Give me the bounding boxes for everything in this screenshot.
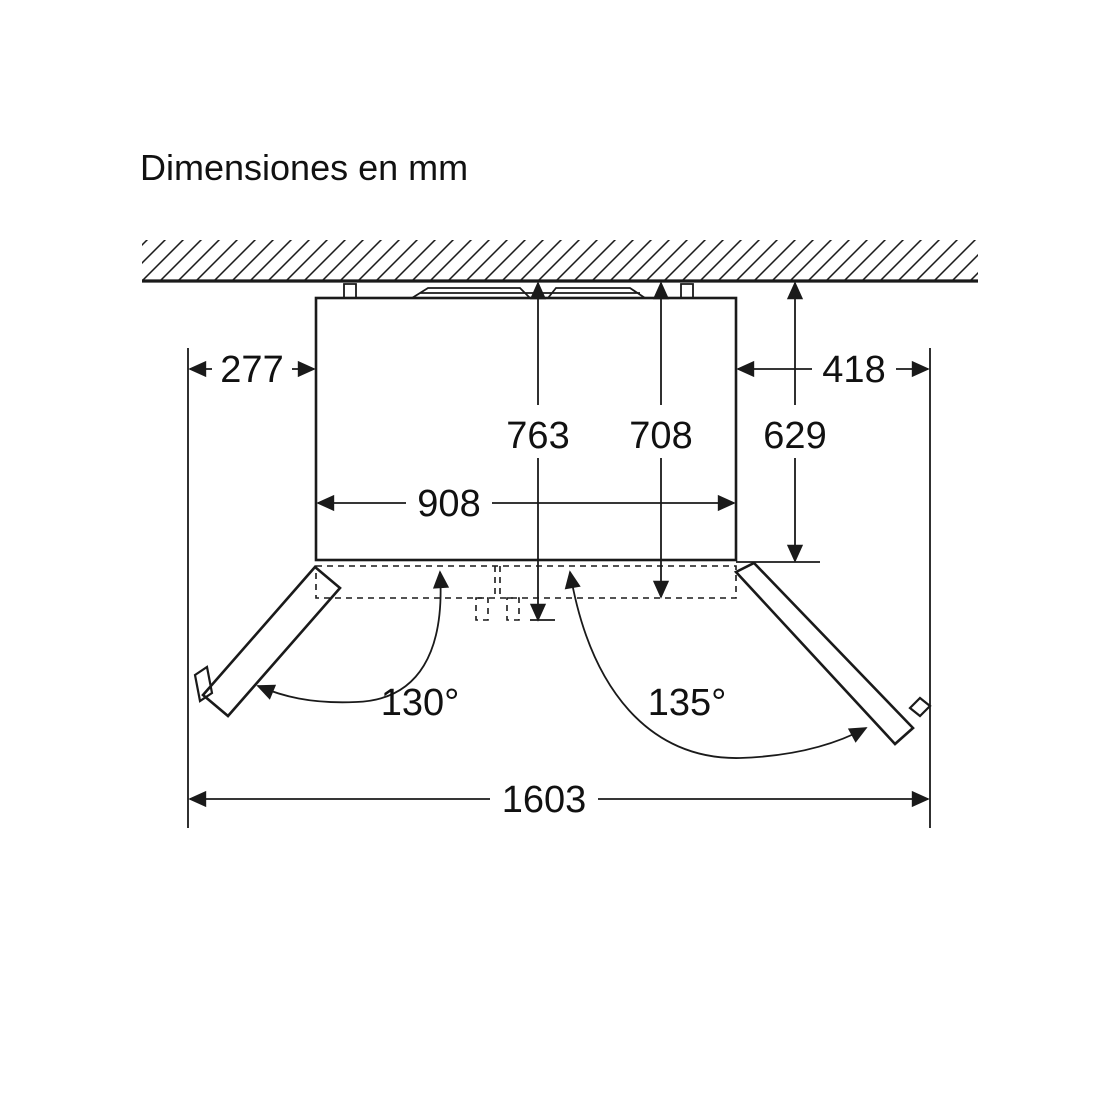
dim-label-width: 908 bbox=[417, 483, 480, 525]
dim-label-left-clearance: 277 bbox=[220, 349, 283, 391]
dim-label-total-width: 1603 bbox=[502, 779, 587, 821]
angle-label-right-door: 135° bbox=[648, 682, 727, 724]
dim-label-depth-with-handles: 763 bbox=[506, 415, 569, 457]
door-swing-arcs bbox=[256, 570, 868, 759]
dim-label-depth-cabinet: 629 bbox=[763, 415, 826, 457]
angle-label-left-door: 130° bbox=[381, 682, 460, 724]
appliance-body bbox=[314, 283, 738, 562]
dimension-lines bbox=[188, 281, 930, 808]
right-open-door bbox=[733, 561, 932, 746]
dim-label-right-clearance: 418 bbox=[822, 349, 885, 391]
diagram-title: Dimensiones en mm bbox=[140, 147, 468, 188]
closed-door-outline bbox=[315, 565, 737, 621]
left-open-door bbox=[193, 565, 342, 718]
wall bbox=[142, 240, 978, 283]
dim-label-depth-body: 708 bbox=[629, 415, 692, 457]
